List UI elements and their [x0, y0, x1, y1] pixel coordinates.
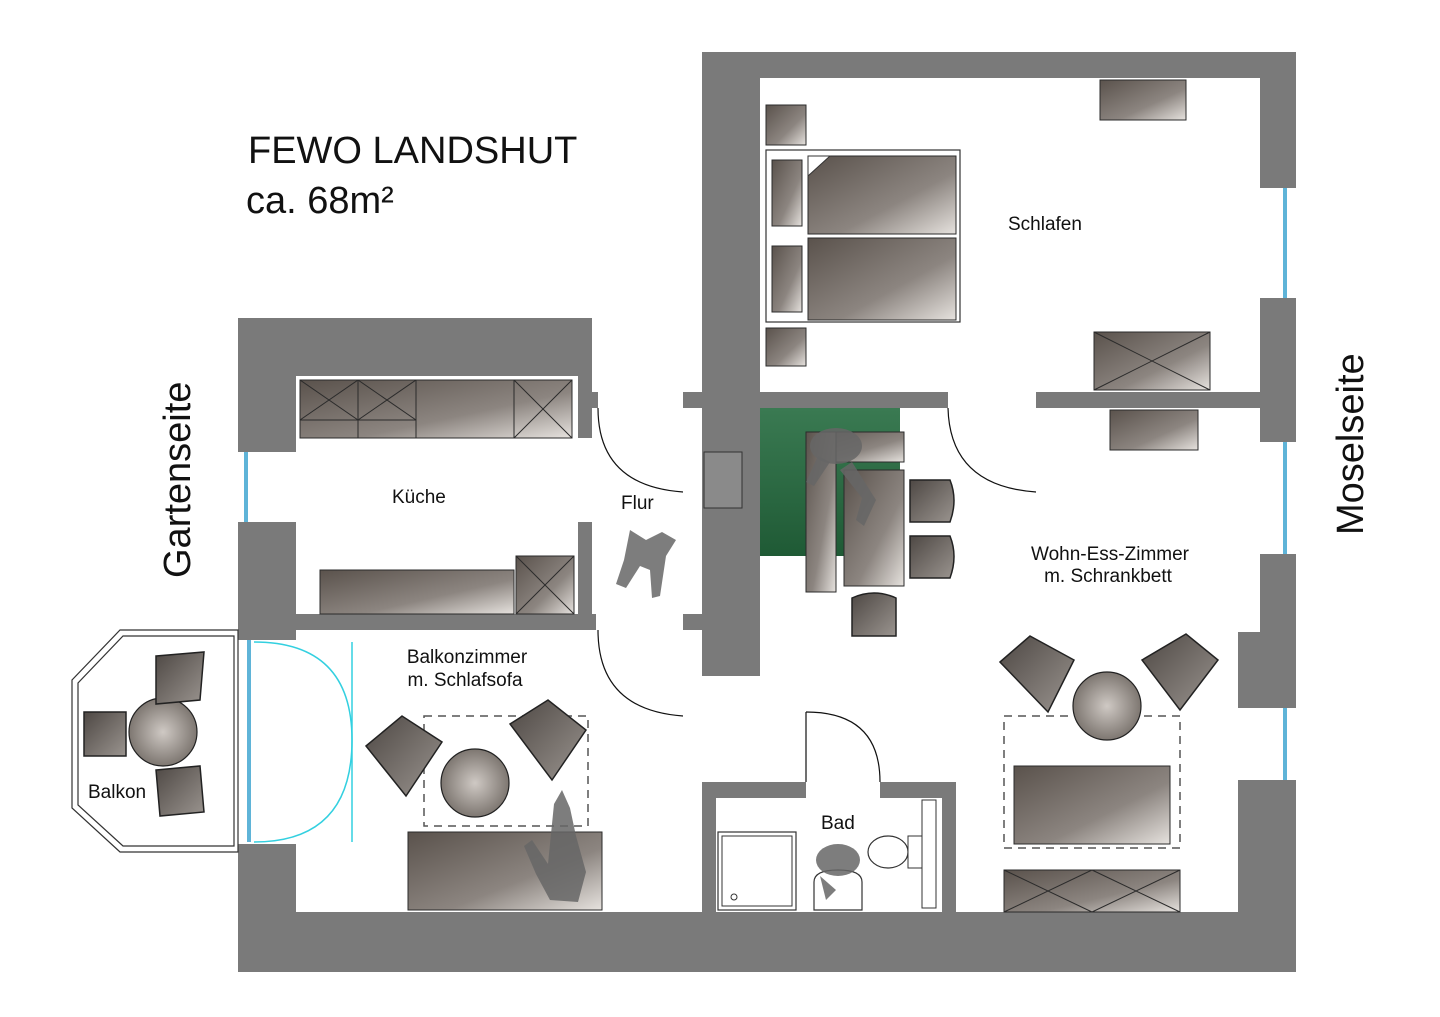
door-swings [253, 407, 1037, 843]
balcony-furniture [83, 651, 205, 817]
bathroom-fixtures [717, 799, 937, 911]
room-label-schlafen: Schlafen [1008, 214, 1082, 235]
balcony-outline [71, 629, 239, 853]
living-dining-furniture [760, 408, 1220, 913]
room-label-kueche: Küche [392, 487, 446, 508]
room-label-balkon: Balkon [88, 782, 146, 803]
room-label-bad: Bad [821, 813, 855, 834]
room-label-flur: Flur [621, 493, 654, 514]
side-label-moselseite: Moselseite [1330, 353, 1372, 535]
room-label-balkonzimmer: Balkonzimmer [407, 647, 528, 668]
windows [238, 188, 1296, 844]
bedroom-furniture [765, 79, 1211, 391]
plan-area: ca. 68m² [246, 180, 394, 222]
side-label-gartenseite: Gartenseite [157, 382, 199, 578]
room-label-balkonzimmer-sub: m. Schlafsofa [407, 670, 523, 691]
plan-title: FEWO LANDSHUT [248, 130, 577, 172]
room-label-wohn-ess-zimmer: Wohn-Ess-Zimmer [1031, 544, 1190, 565]
kitchen-furniture [299, 379, 575, 615]
people-silhouettes [524, 428, 876, 902]
room-label-wohn-ess-zimmer-sub: m. Schrankbett [1044, 566, 1172, 587]
